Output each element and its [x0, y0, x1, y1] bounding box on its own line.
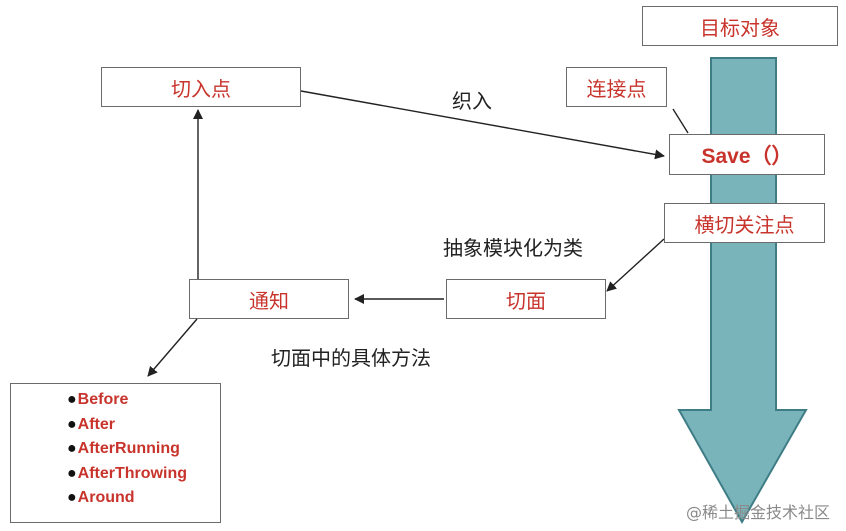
advice-types-list: ●Before ●After ●AfterRunning ●AfterThrow… [10, 383, 221, 523]
pointcut-box: 切入点 [101, 67, 301, 107]
advice-type-item: ●AfterThrowing [67, 462, 220, 487]
advice-type-label: Before [77, 391, 129, 408]
advice-type-item: ●Before [67, 388, 220, 413]
advice-type-item: ●After [67, 413, 220, 438]
concrete-method-label: 切面中的具体方法 [271, 346, 431, 370]
advice-box: 通知 [189, 279, 349, 319]
weave-arrow [300, 90, 665, 160]
bullet-icon: ● [67, 391, 77, 408]
bullet-icon: ● [67, 415, 77, 433]
abstract-module-label: 抽象模块化为类 [443, 236, 583, 260]
watermark-text: @稀土掘金技术社区 [685, 503, 830, 522]
target-object-box: 目标对象 [642, 6, 838, 46]
advice-type-label: Around [77, 489, 135, 506]
big-down-arrow [677, 57, 808, 525]
advice-type-label: AfterRunning [77, 440, 180, 457]
aspect-box: 切面 [446, 279, 606, 319]
bullet-icon: ● [67, 464, 77, 482]
advice-type-item: ●Around [67, 486, 220, 511]
bullet-icon: ● [67, 489, 77, 506]
advice-to-list-arrow [147, 318, 198, 377]
crosscut-to-aspect-arrow [606, 238, 665, 292]
join-point-box: 连接点 [566, 67, 667, 107]
advice-type-item: ●AfterRunning [67, 437, 220, 462]
save-method-box: Save（） [669, 134, 825, 175]
weave-label: 织入 [452, 89, 492, 113]
joinpoint-to-save-line [672, 108, 689, 134]
bullet-icon: ● [67, 440, 77, 457]
advice-type-label: After [77, 415, 116, 433]
advice-type-label: AfterThrowing [77, 464, 187, 482]
crosscutting-concern-box: 横切关注点 [664, 203, 825, 243]
